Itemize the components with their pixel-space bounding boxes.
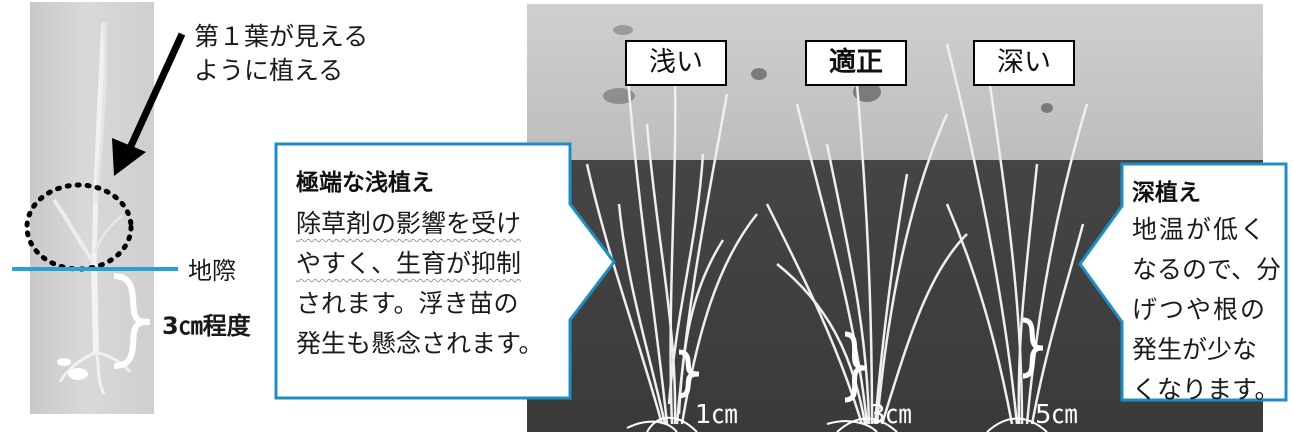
callout-shallow-heading: 極端な浅植え xyxy=(296,170,434,196)
annotation-first-leaf: 第１葉が見える ように植える xyxy=(194,20,414,88)
callout-deep-line-4: 発生が少な xyxy=(1132,335,1258,364)
ground-label: 地際 xyxy=(188,257,236,285)
callout-deep-line-3: げつや根の xyxy=(1132,295,1268,324)
depth-label: 3㎝程度 xyxy=(162,312,251,340)
annotation-line-1: 第１葉が見える xyxy=(194,22,369,51)
callout-shallow-line-2-text: やすく、生育が抑制 xyxy=(296,249,522,278)
depth-3cm: 3㎝ xyxy=(869,400,912,430)
callout-shallow-line-1: 除草剤の影響を受け xyxy=(296,209,522,238)
callout-shallow-line-4: 発生も懸念されます。 xyxy=(296,329,544,358)
seedling-photo xyxy=(30,2,154,414)
annotation-line-2: ように植える xyxy=(194,56,344,85)
label-proper: 適正 xyxy=(805,40,907,86)
callout-shallow: 極端な浅植え 除草剤の影響を受け やすく、生育が抑制 されます。浮き苗の 発生も… xyxy=(296,166,566,364)
depth-1cm: 1㎝ xyxy=(695,400,738,430)
label-deep: 深い xyxy=(973,40,1075,86)
label-shallow: 浅い xyxy=(625,40,727,86)
callout-deep: 深植え 地温が低く なるので、分 げつや根の 発生が少な くなります。 xyxy=(1132,176,1282,410)
callout-deep-line-2: なるので、分 xyxy=(1132,255,1282,284)
callout-shallow-line-2: やすく、生育が抑制 xyxy=(296,244,566,284)
callout-deep-line-1: 地温が低く xyxy=(1132,215,1268,244)
depth-5cm: 5㎝ xyxy=(1035,400,1078,430)
callout-deep-line-5: くなります。 xyxy=(1132,375,1280,404)
ground-line xyxy=(12,267,178,271)
callout-deep-heading: 深植え xyxy=(1132,180,1201,206)
callout-shallow-line-3: されます。浮き苗の xyxy=(296,289,519,318)
